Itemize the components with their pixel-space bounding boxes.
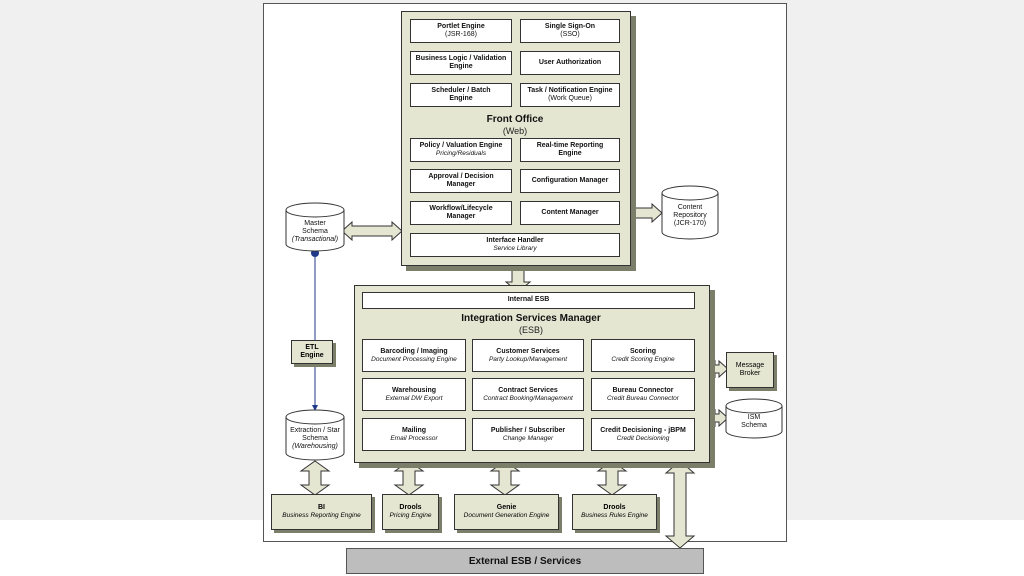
double-arrow	[299, 460, 331, 496]
ism-schema-cylinder	[725, 398, 783, 439]
double-arrow	[341, 220, 403, 242]
extraction-schema-cylinder	[285, 409, 345, 461]
single-sign-on: Single Sign-On(SSO)	[520, 19, 620, 43]
front-office-title: Front Office	[486, 114, 544, 125]
front-office-subtitle: (Web)	[502, 126, 528, 136]
double-arrow	[393, 460, 425, 496]
ism-title: Integration Services Manager	[461, 313, 601, 324]
content-manager: Content Manager	[520, 201, 620, 225]
internal-esb: Internal ESB	[362, 292, 695, 309]
master-schema-label: Master Schema (Transactional)	[291, 220, 339, 244]
external-esb-services: External ESB / Services	[346, 548, 704, 574]
configuration-manager: Configuration Manager	[520, 169, 620, 193]
user-authorization: User Authorization	[520, 51, 620, 75]
extraction-schema-label: Extraction / Star Schema (Warehousing)	[290, 427, 340, 451]
content-repository-cylinder	[661, 185, 719, 240]
ism-schema-label: ISM Schema	[741, 414, 767, 430]
double-arrow	[664, 460, 696, 549]
double-arrow	[489, 460, 521, 496]
portlet-engine: Portlet Engine(JSR-168)	[410, 19, 512, 43]
content-repository-label: Content Repository (JCR-170)	[673, 204, 707, 228]
task-notification-engine: Task / Notification Engine(Work Queue)	[520, 83, 620, 107]
master-schema-cylinder	[285, 202, 345, 252]
ism-subtitle: (ESB)	[518, 325, 543, 335]
double-arrow	[596, 460, 628, 496]
